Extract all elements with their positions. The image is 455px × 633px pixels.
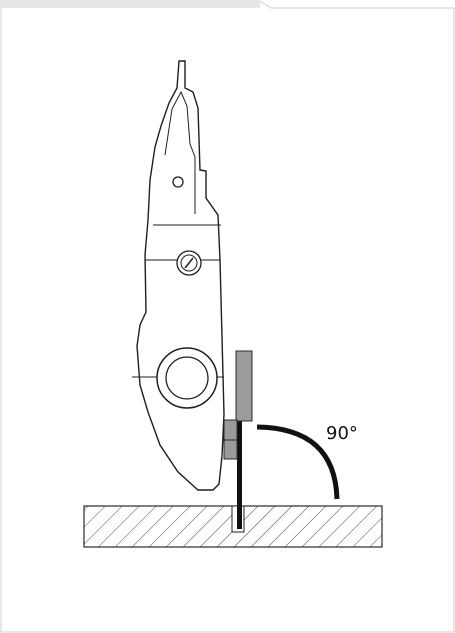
angle-label: 90°: [326, 423, 358, 444]
adjustment-knob-inner: [165, 356, 209, 400]
saw-blade: [237, 420, 242, 529]
right-angle-arc: [256, 424, 340, 500]
guard-plate: [235, 350, 253, 422]
guard-tab-upper: [223, 419, 238, 441]
tool-body-outline: [136, 60, 225, 491]
handle-inner-line: [164, 90, 196, 214]
screw-slot: [184, 257, 194, 269]
indicator-dot-icon: [172, 176, 184, 188]
guard-tab-lower: [223, 439, 238, 460]
page-corner-tab: [1, 1, 260, 8]
